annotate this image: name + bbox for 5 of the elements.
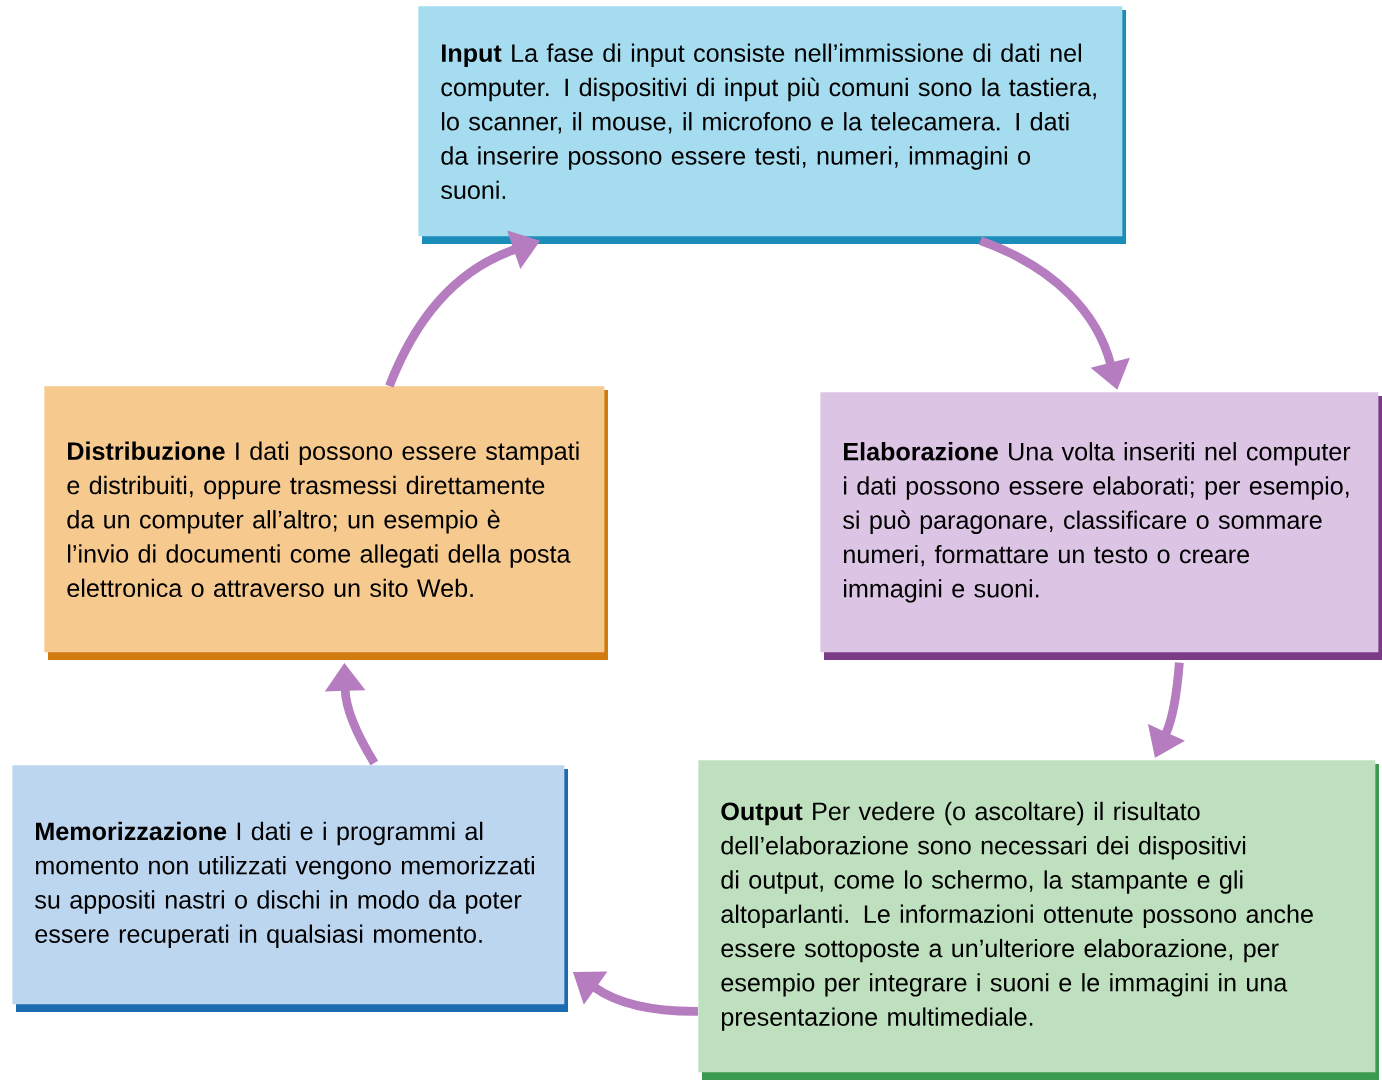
process-box: Output Per vedere (o ascoltare) il risultato dell’elaborazione sono necessari dei dispositivi di output, come lo schermo, la stampante e gli altoparlanti. Le informazioni ottenute possono anche essere sottoposte a un’ulteriore elaborazione, per esempio per integrare i suoni e le immagini in una presentazione multimediale. — [698, 760, 1379, 1080]
process-box: Memorizzazione I dati e i programmi al momento non utilizzati vengono memorizzati su appositi nastri o dischi in modo da poter essere recuperati in qualsiasi momento. — [12, 765, 568, 1012]
process-box: Distribuzione I dati possono essere stampati e distribuiti, oppure trasmessi direttamente da un computer all’altro; un esempio è l’invio di documenti come allegati della posta elettronica o attraverso un sito Web. — [44, 386, 608, 660]
process-box: Elaborazione Una volta inseriti nel computer i dati possono essere elaborati; per esempio, si può paragonare, classificare o sommare numeri, formattare un testo o creare immagini e suoni. — [820, 392, 1382, 660]
process-box: Input La fase di input consiste nell’immissione di dati nel computer. I dispositivi di input più comuni sono la tastiera, lo scanner, il mouse, il microfono e la telecamera. I dati da inserire possono essere testi, numeri, immagini o suoni. — [418, 6, 1126, 244]
